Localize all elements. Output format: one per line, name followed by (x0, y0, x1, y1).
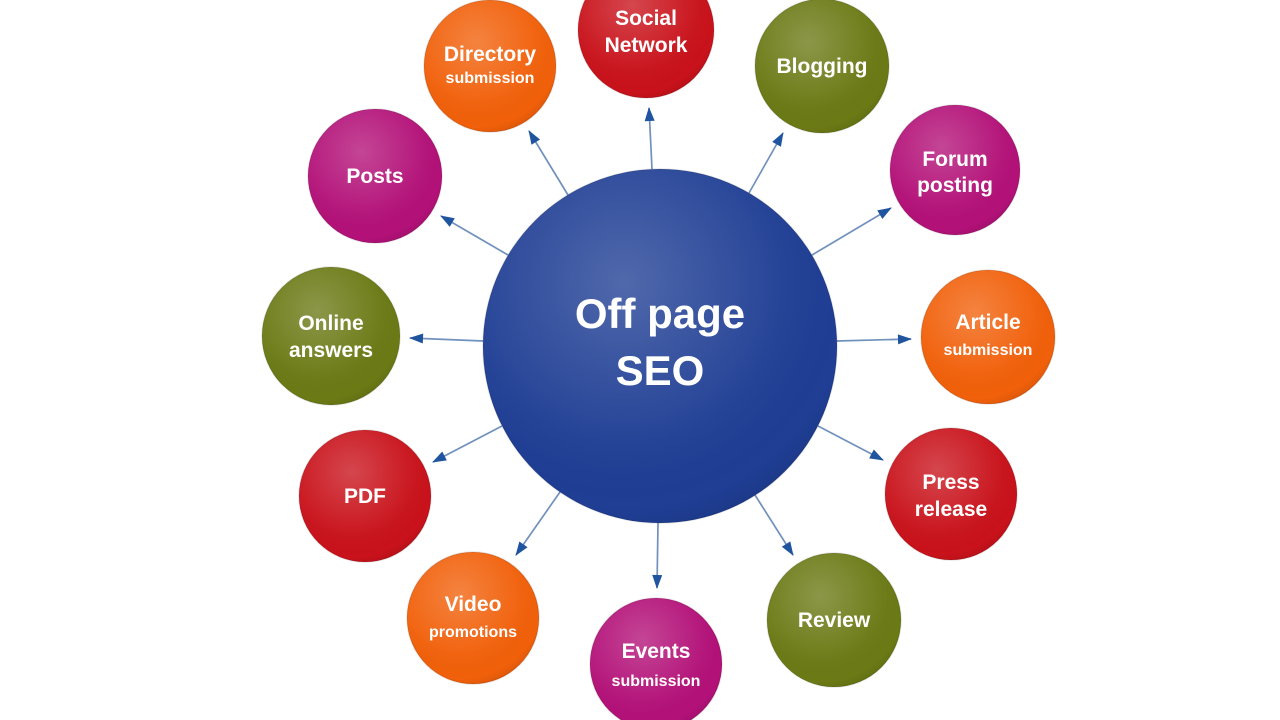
center-circle (482, 168, 838, 524)
video-promotions-circle (406, 551, 540, 685)
arrow-online-answers (409, 333, 484, 344)
arrow-review (754, 494, 794, 556)
arrow-video-promotions (515, 491, 561, 556)
events-submission-label-line2: submission (612, 673, 701, 690)
review-label: Review (798, 609, 871, 632)
node-events-submission: Events submission (589, 597, 723, 720)
arrow-directory-submission (528, 130, 569, 196)
events-submission-label-line1: Events (622, 640, 691, 663)
arrow-blogging (748, 132, 784, 194)
arrow-social-network (644, 107, 655, 170)
directory-submission-label-line2: submission (446, 70, 535, 87)
article-submission-circle (920, 269, 1056, 405)
video-promotions-label-line1: Video (445, 593, 502, 616)
pdf-label: PDF (344, 485, 386, 508)
arrow-forum-posting (811, 207, 892, 256)
press-release-label-line2: release (915, 498, 987, 521)
node-blogging: Blogging (754, 0, 890, 134)
node-article-submission: Article submission (920, 269, 1056, 405)
online-answers-label-line2: answers (289, 339, 373, 362)
forum-posting-label-line1: Forum (922, 148, 987, 171)
node-pdf: PDF (298, 429, 432, 563)
center-node: Off page SEO (482, 168, 838, 524)
press-release-label-line1: Press (922, 471, 979, 494)
social-network-label-line1: Social (615, 7, 677, 30)
node-review: Review (766, 552, 902, 688)
arrow-pdf (432, 425, 503, 463)
article-submission-label-line2: submission (944, 342, 1033, 359)
node-directory-submission: Directory submission (423, 0, 557, 133)
arrow-posts (440, 215, 509, 256)
directory-submission-label-line1: Directory (444, 43, 537, 66)
node-forum-posting: Forum posting (889, 104, 1021, 236)
node-posts: Posts (307, 108, 443, 244)
center-label-line1: Off page (575, 290, 745, 337)
node-video-promotions: Video promotions (406, 551, 540, 685)
forum-posting-label-line2: posting (917, 174, 993, 197)
center-label-line2: SEO (616, 347, 705, 394)
node-social-network: Social Network (577, 0, 715, 99)
arrow-article-submission (836, 334, 912, 345)
blogging-label: Blogging (777, 55, 868, 78)
arrow-press-release (817, 425, 884, 461)
node-press-release: Press release (884, 427, 1018, 561)
online-answers-circle (261, 266, 401, 406)
directory-submission-circle (423, 0, 557, 133)
arrow-events-submission (652, 522, 663, 589)
article-submission-label-line1: Article (955, 311, 1020, 334)
social-network-label-line2: Network (605, 34, 688, 57)
online-answers-label-line1: Online (298, 312, 363, 335)
posts-label: Posts (346, 165, 403, 188)
video-promotions-label-line2: promotions (429, 624, 517, 641)
node-online-answers: Online answers (261, 266, 401, 406)
press-release-circle (884, 427, 1018, 561)
